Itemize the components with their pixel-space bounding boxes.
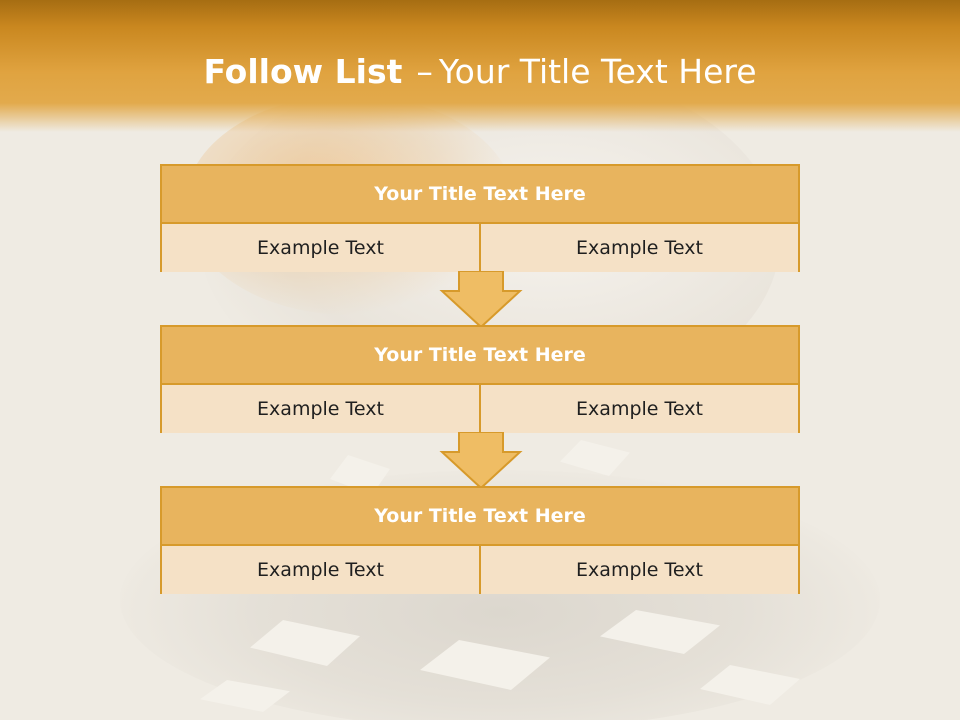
shell-fragment: [560, 440, 630, 476]
list-box: Your Title Text Here Example Text Exampl…: [160, 486, 800, 594]
box-title: Your Title Text Here: [162, 327, 798, 385]
list-box: Your Title Text Here Example Text Exampl…: [160, 164, 800, 272]
box-cell-left: Example Text: [162, 385, 479, 433]
box-row: Example Text Example Text: [162, 224, 798, 272]
box-title: Your Title Text Here: [162, 488, 798, 546]
slide-title: Follow List–Your Title Text Here: [0, 52, 960, 91]
box-cell-left: Example Text: [162, 546, 479, 594]
box-cell-right: Example Text: [479, 385, 798, 433]
list-box: Your Title Text Here Example Text Exampl…: [160, 325, 800, 433]
down-arrow-icon: [439, 432, 523, 490]
title-rest: Your Title Text Here: [438, 52, 757, 91]
box-cell-right: Example Text: [479, 546, 798, 594]
box-row: Example Text Example Text: [162, 385, 798, 433]
box-title: Your Title Text Here: [162, 166, 798, 224]
box-row: Example Text Example Text: [162, 546, 798, 594]
box-cell-left: Example Text: [162, 224, 479, 272]
title-bold: Follow List: [203, 52, 403, 91]
title-band: [0, 0, 960, 132]
box-cell-right: Example Text: [479, 224, 798, 272]
title-separator: –: [416, 52, 433, 91]
down-arrow-icon: [439, 271, 523, 329]
